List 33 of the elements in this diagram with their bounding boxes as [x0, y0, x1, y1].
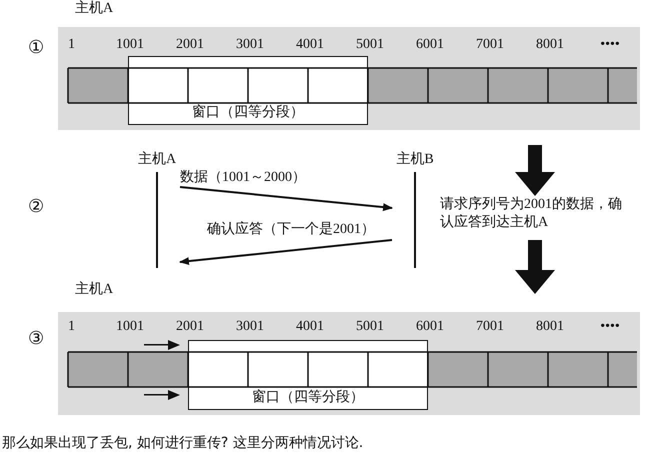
arrow — [180, 186, 393, 212]
sequence-number: 8001 — [536, 318, 564, 336]
host-lifeline: 主机B — [392, 150, 438, 268]
sequence-number: 1 — [68, 36, 75, 54]
ellipsis: •••• — [600, 36, 620, 54]
sequence-number: 5001 — [356, 318, 384, 336]
host-label: 主机A — [75, 0, 114, 18]
note-text: 请求序列号为2001的数据，确认应答到达主机A — [440, 196, 623, 232]
window-frame: 窗口（四等分段） — [128, 56, 368, 125]
ellipsis: •••• — [600, 318, 620, 336]
sequence-number: 3001 — [236, 318, 264, 336]
host-lifeline: 主机A — [134, 150, 180, 268]
sequence-number: 5001 — [356, 36, 384, 54]
sequence-number: 2001 — [176, 318, 204, 336]
sequence-number: 7001 — [476, 318, 504, 336]
sequence-number: 1001 — [116, 318, 144, 336]
sequence-number: 6001 — [416, 36, 444, 54]
sequence-number: 1 — [68, 318, 75, 336]
sequence-number: 8001 — [536, 36, 564, 54]
arrow — [179, 239, 392, 266]
window-frame: 窗口（四等分段） — [188, 340, 428, 410]
step-number: ① — [28, 38, 44, 56]
host-label: 主机A — [75, 281, 114, 299]
sequence-number: 4001 — [296, 318, 324, 336]
caption: 那么如果出现了丢包, 如何进行重传? 这里分两种情况讨论. — [2, 434, 364, 452]
sequence-number: 3001 — [236, 36, 264, 54]
sequence-number: 4001 — [296, 36, 324, 54]
sequence-number: 1001 — [116, 36, 144, 54]
sequence-number: 2001 — [176, 36, 204, 54]
sequence-number: 7001 — [476, 36, 504, 54]
step-number: ③ — [28, 329, 44, 347]
step-number: ② — [28, 197, 44, 215]
sequence-number: 6001 — [416, 318, 444, 336]
